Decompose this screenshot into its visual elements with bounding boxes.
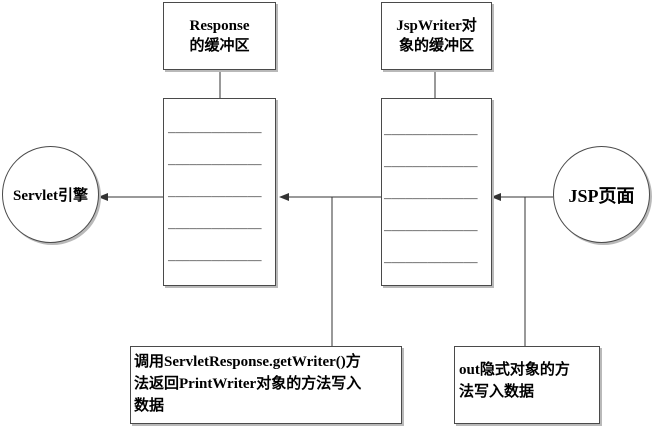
jspwriter-buffer: _____________ _____________ ____________… [381, 98, 492, 286]
buffer-line: _____________ [384, 156, 478, 170]
servlet-note-line1: 调用ServletResponse.getWriter()方 [134, 354, 361, 370]
jspwriter-buffer-title-box: JspWriter对 象的缓冲区 [381, 2, 492, 70]
jspwriter-buffer-title-line1: JspWriter对 [396, 18, 477, 34]
jspwriter-buffer-title-line2: 象的缓冲区 [398, 38, 474, 54]
buffer-line: _____________ [384, 124, 478, 138]
response-buffer-title-line2: 的缓冲区 [189, 38, 250, 54]
servlet-note-line3: 数据 [134, 398, 165, 414]
buffer-line: _____________ [384, 220, 478, 234]
servlet-note-line2: 法返回PrintWriter对象的方法写入 [134, 376, 362, 392]
jsp-page-label: JSP页面 [568, 185, 635, 206]
buffer-line: _____________ [168, 186, 262, 200]
response-buffer-title-box: Response 的缓冲区 [163, 2, 276, 70]
out-note-line1: out隐式对象的方 [459, 362, 570, 378]
response-buffer-title-line1: Response [189, 18, 250, 34]
servlet-engine-label: Servlet引擎 [13, 188, 88, 204]
servlet-response-note: 调用ServletResponse.getWriter()方 法返回PrintW… [130, 346, 402, 424]
buffer-line: _____________ [168, 218, 262, 232]
response-buffer: _____________ _____________ ____________… [163, 98, 276, 286]
buffer-line: _____________ [384, 252, 478, 266]
out-note-line2: 法写入数据 [459, 384, 535, 400]
buffer-line: _____________ [168, 154, 262, 168]
jsp-page-node: JSP页面 [553, 146, 650, 243]
buffer-line: _____________ [384, 188, 478, 202]
buffer-line: _____________ [168, 250, 262, 264]
out-object-note: out隐式对象的方 法写入数据 [454, 346, 600, 424]
servlet-engine-node: Servlet引擎 [2, 146, 99, 243]
buffer-line: _____________ [168, 122, 262, 136]
